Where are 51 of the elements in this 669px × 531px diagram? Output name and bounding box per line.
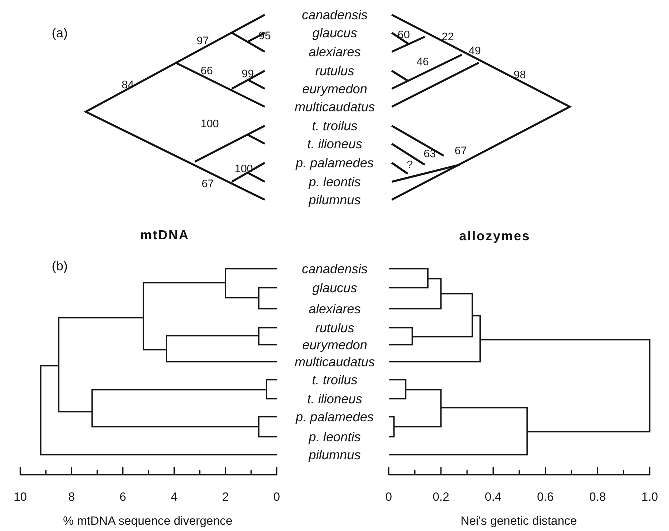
species-name: alexiares <box>308 302 362 316</box>
tick-label: 0.4 <box>485 491 502 503</box>
species-name: eurymedon <box>302 82 368 96</box>
species-name: t. troilus <box>312 120 358 132</box>
tick-label: 0.6 <box>537 491 554 503</box>
axis-title: Nei's genetic distance <box>460 515 578 527</box>
panel-letter: (b) <box>52 260 68 272</box>
species-name: t. ilioneus <box>308 138 362 150</box>
species-name: glaucus <box>312 26 358 40</box>
tick-label: 2 <box>222 491 230 503</box>
species-name: canadensis <box>302 262 368 276</box>
support-value: 100 <box>200 120 220 130</box>
species-name: p. leontis <box>308 430 362 444</box>
tick-label: 4 <box>171 491 178 503</box>
support-value: 67 <box>202 180 214 190</box>
species-name: pilumnus <box>308 448 362 462</box>
support-value: 46 <box>416 58 430 68</box>
tick-label: 0 <box>386 491 392 503</box>
species-name: eurymedon <box>302 338 368 352</box>
species-name: t. troilus <box>312 374 358 386</box>
support-value: 22 <box>442 32 454 44</box>
species-name: pilumnus <box>308 194 362 206</box>
tree-title: allozymes <box>459 230 531 242</box>
support-value: 67 <box>454 146 468 158</box>
tick-label: 6 <box>120 491 126 503</box>
support-value: ? <box>406 160 414 172</box>
support-value: 66 <box>200 66 214 78</box>
tick-label: 8 <box>68 491 76 503</box>
support-value: 98 <box>514 70 526 82</box>
tick-label: 0.2 <box>432 491 450 503</box>
tick-label: 0.8 <box>589 491 606 503</box>
species-name: glaucus <box>312 282 358 294</box>
tick-label: 1.0 <box>642 491 658 503</box>
support-value: 99 <box>242 70 254 80</box>
species-name: p. palamedes <box>296 156 374 170</box>
support-value: 49 <box>468 46 482 58</box>
species-name: t. ilioneus <box>308 392 362 406</box>
species-name: multicaudatus <box>294 100 376 114</box>
support-value: 97 <box>196 36 210 48</box>
species-name: canadensis <box>302 8 368 22</box>
species-name: multicaudatus <box>294 356 376 368</box>
tick-label: 0 <box>274 491 280 503</box>
species-name: rutulus <box>315 322 355 334</box>
axis-title: % mtDNA sequence divergence <box>63 515 233 527</box>
species-name: rutulus <box>315 64 355 78</box>
species-name: p. leontis <box>308 176 362 188</box>
tick-label: 10 <box>14 491 28 503</box>
tree-title: mtDNA <box>140 228 190 242</box>
panel-letter: (a) <box>52 26 68 40</box>
species-name: alexiares <box>308 46 362 58</box>
species-name: p. palamedes <box>296 410 374 424</box>
